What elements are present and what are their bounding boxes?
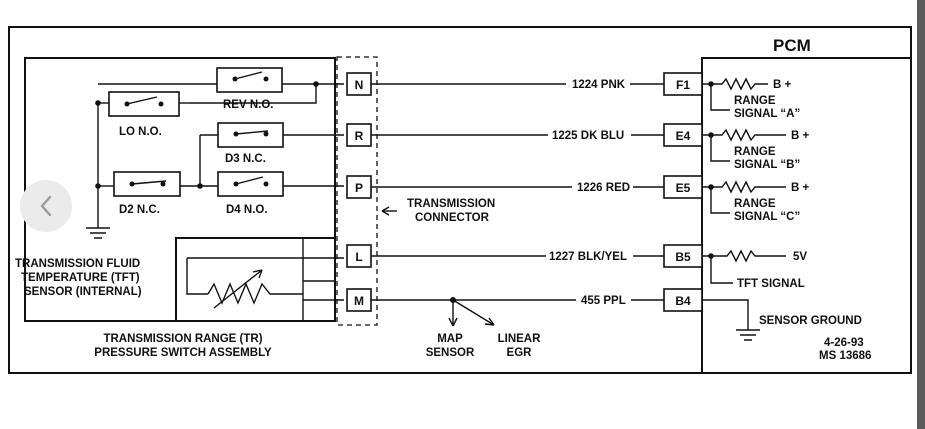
pin-p: P (355, 181, 363, 195)
diagram-frame (8, 26, 912, 374)
wire-1227: 1227 BLK/YEL (549, 251, 627, 263)
tft-sensor: TRANSMISSION FLUID TEMPERATURE (TFT) SEN… (15, 237, 344, 322)
transmission-connector: N R P L M TRANSMISSION CONNECTOR (336, 56, 495, 326)
pin-n: N (355, 78, 364, 92)
tft-signal: TFT SIGNAL (737, 278, 805, 290)
switch-d3-label: D3 N.C. (225, 153, 266, 165)
wire-1226: 1226 RED (577, 182, 630, 194)
b-plus-a: B + (773, 79, 792, 91)
range-b-line2: SIGNAL “B” (734, 159, 800, 171)
switch-lo: LO N.O. (108, 91, 180, 138)
connector-label-line1: TRANSMISSION (407, 198, 495, 210)
pin-r: R (355, 129, 364, 143)
range-a-line2: SIGNAL “A” (734, 108, 800, 120)
tft-label-line2: TEMPERATURE (TFT) (21, 272, 140, 284)
terminal-b4: B4 (675, 294, 691, 308)
wire-1224: 1224 PNK (572, 79, 626, 91)
switch-d3: D3 N.C. (217, 122, 284, 165)
pcm-title: PCM (773, 36, 811, 55)
pin-l: L (355, 250, 362, 264)
pin-m: M (354, 294, 364, 308)
map-sensor-line2: SENSOR (426, 347, 475, 359)
scrollbar[interactable] (917, 0, 925, 429)
map-sensor-line1: MAP (437, 333, 463, 345)
switch-rev-label: REV N.O. (223, 99, 273, 111)
terminal-e5: E5 (676, 181, 691, 195)
five-volt: 5V (793, 251, 807, 263)
pcm-terminals: F1 E4 E5 B5 B4 (663, 72, 703, 312)
previous-image-button[interactable] (20, 180, 72, 232)
range-b-line1: RANGE (734, 146, 776, 158)
terminal-e4: E4 (676, 129, 691, 143)
switch-d4-label: D4 N.O. (226, 204, 268, 216)
tft-label-line3: SENSOR (INTERNAL) (24, 286, 142, 298)
external-wires: 1224 PNK 1225 DK BLU 1226 RED 1227 BLK/Y… (371, 79, 664, 359)
switch-d4: D4 N.O. (217, 171, 284, 216)
pcm-module: PCM (701, 36, 911, 373)
wire-455: 455 PPL (581, 295, 626, 307)
internal-wiring (86, 81, 344, 239)
diagram-date: 4-26-93 (824, 337, 864, 349)
switch-d2: D2 N.C. (113, 171, 181, 216)
range-a-line1: RANGE (734, 95, 776, 107)
tr-assembly-line2: PRESSURE SWITCH ASSEMBLY (94, 347, 272, 359)
connector-label-line2: CONNECTOR (415, 212, 490, 224)
pcm-internal: B + RANGE SIGNAL “A” B + RANGE SIGNAL “B… (702, 77, 871, 362)
linear-egr-line2: EGR (507, 347, 533, 359)
terminal-f1: F1 (676, 78, 690, 92)
switch-lo-label: LO N.O. (119, 126, 162, 138)
b-plus-c: B + (791, 182, 810, 194)
linear-egr-line1: LINEAR (498, 333, 542, 345)
b-plus-b: B + (791, 130, 810, 142)
terminal-b5: B5 (675, 250, 691, 264)
tr-assembly-line1: TRANSMISSION RANGE (TR) (103, 333, 262, 345)
sensor-ground: SENSOR GROUND (759, 315, 862, 327)
diagram-ref: MS 13686 (819, 350, 871, 362)
range-c-line2: SIGNAL “C” (734, 211, 800, 223)
switch-rev: REV N.O. (216, 67, 283, 111)
range-c-line1: RANGE (734, 198, 776, 210)
chevron-left-icon (40, 195, 52, 217)
wire-1225: 1225 DK BLU (552, 130, 624, 142)
switch-d2-label: D2 N.C. (119, 204, 160, 216)
tft-label-line1: TRANSMISSION FLUID (15, 258, 140, 270)
